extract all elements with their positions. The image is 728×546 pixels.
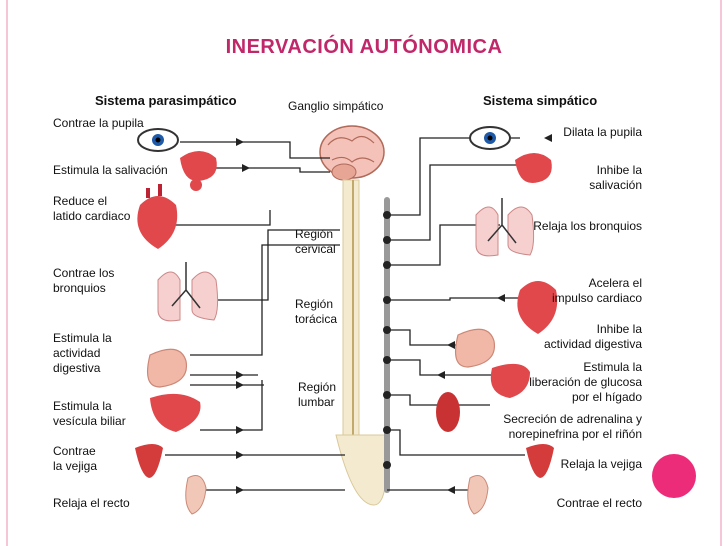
lungs-icon-left xyxy=(157,262,219,322)
stomach-icon-right xyxy=(455,328,496,368)
para-effect-gallbladder: Estimula la vesícula biliar xyxy=(53,399,126,428)
symp-effect-pupil: Dilata la pupila xyxy=(563,125,642,139)
eye-icon-right xyxy=(469,126,511,150)
region-cervical-label: Región cervical xyxy=(295,227,336,256)
region-toracica-label: Región torácica xyxy=(295,297,338,326)
para-effect-rectum: Relaja el recto xyxy=(53,496,130,510)
para-effect-heart: Reduce el latido cardiaco xyxy=(53,194,131,223)
symp-effect-kidney: Secreción de adrenalina y norepinefrina … xyxy=(503,412,642,441)
left-border xyxy=(6,0,8,546)
spinal-cord xyxy=(335,179,388,506)
rectum-icon-right xyxy=(467,475,489,515)
slide-title: INERVACIÓN AUTÓNOMICA xyxy=(225,36,503,58)
parasympathetic-nerves xyxy=(160,141,345,491)
para-effect-bladder: Contrae la vejiga xyxy=(53,444,98,473)
bladder-icon-left xyxy=(135,444,163,478)
stomach-icon-left xyxy=(147,348,188,388)
para-effect-pupil: Contrae la pupila xyxy=(53,116,144,130)
salivary-gland-icon-left xyxy=(180,151,217,191)
symp-effect-rectum: Contrae el recto xyxy=(556,496,642,510)
lungs-icon-right xyxy=(475,198,535,257)
parasympathetic-arrows xyxy=(236,138,250,494)
para-effect-saliva: Estimula la salivación xyxy=(53,163,168,177)
para-effect-bronchi: Contrae los bronquios xyxy=(53,266,115,295)
region-lumbar-label: Región lumbar xyxy=(298,380,337,409)
salivary-gland-icon-right xyxy=(515,153,552,184)
rectum-icon-left xyxy=(185,475,207,515)
liver-icon-left xyxy=(150,393,201,432)
para-effect-digestion: Estimula la actividad digestiva xyxy=(53,331,112,375)
eye-icon-left xyxy=(137,128,179,152)
symp-effect-bronchi: Relaja los bronquios xyxy=(533,219,642,233)
right-border xyxy=(720,0,722,546)
symp-effect-saliva: Inhibe la salivación xyxy=(589,163,642,192)
decorative-circle xyxy=(652,454,696,498)
symp-effect-bladder: Relaja la vejiga xyxy=(560,457,642,471)
bladder-icon-right xyxy=(526,444,554,478)
symp-effect-digestion: Inhibe la actividad digestiva xyxy=(543,322,642,351)
parasympathetic-header: Sistema parasimpático xyxy=(95,93,237,108)
sympathetic-nerves xyxy=(387,137,545,491)
liver-icon-right xyxy=(490,363,530,398)
sympathetic-header: Sistema simpático xyxy=(483,93,598,108)
ganglion-label: Ganglio simpático xyxy=(288,99,384,113)
heart-icon-right xyxy=(517,281,558,334)
sympathetic-chain xyxy=(383,197,391,493)
kidney-icon-right xyxy=(436,392,460,432)
symp-effect-liver: Estimula la liberación de glucosa por el… xyxy=(529,360,642,404)
symp-effect-heart: Acelera el impulso cardiaco xyxy=(551,276,642,305)
heart-icon-left xyxy=(137,184,178,249)
